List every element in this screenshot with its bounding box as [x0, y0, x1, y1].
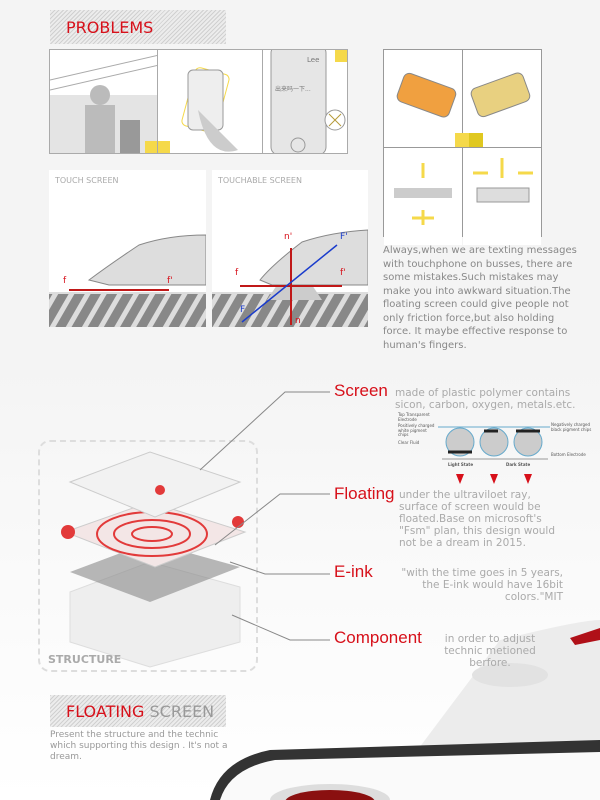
grid-cell-vertical — [384, 148, 462, 245]
finger-force-diagram — [212, 229, 368, 327]
touch-screen-label: TOUCH SCREEN — [55, 176, 119, 185]
grid-cell-hold-right — [463, 50, 541, 147]
message-panel: Lee 出来吗一下... — [262, 49, 348, 154]
yellow-marker — [335, 50, 347, 62]
structure-item-floating: Floating — [334, 484, 394, 504]
structure-item-component: Component — [334, 628, 422, 648]
force-F-prime: F' — [340, 232, 348, 242]
structure-item-screen: Screen — [334, 381, 388, 401]
touchable-screen-panel: TOUCHABLE SCREEN f f' n' n F F' — [212, 170, 368, 327]
diagram-dark-state: Dark State — [506, 462, 531, 467]
diagram-neg-label: Negatively charged black pigment chips — [551, 422, 592, 432]
diagram-bottom-label: Bottom Electrode — [551, 452, 586, 457]
problems-header: PROBLEMS — [50, 10, 226, 44]
term-screen: Screen — [334, 381, 388, 400]
bus-panel — [49, 49, 158, 154]
term-component: Component — [334, 628, 422, 647]
phone-shake-panel — [157, 49, 263, 154]
finger-friction-diagram — [49, 234, 206, 327]
floating-description: Present the structure and the technic wh… — [50, 730, 228, 762]
message-text: 出来吗一下... — [275, 86, 311, 93]
force-f-prime: f' — [167, 276, 173, 286]
structure-box: STRUCTURE — [38, 440, 258, 672]
contact-name: Lee — [307, 56, 320, 64]
touch-screen-panel: TOUCH SCREEN f f' — [49, 170, 206, 327]
diagram-top-label: Top Transparent Electrode — [398, 412, 430, 422]
e-ink-diagram: Top Transparent Electrode Positively cha… — [398, 412, 598, 471]
yellow-marker — [158, 141, 170, 153]
force-f-prime: f' — [340, 268, 346, 278]
yellow-marker — [455, 133, 469, 147]
device-bottom-render — [210, 740, 600, 800]
diagram-fluid-label: Clear Fluid — [398, 440, 420, 445]
touchable-screen-label: TOUCHABLE SCREEN — [218, 176, 302, 185]
floating-screen-header: FLOATING SCREEN — [50, 695, 226, 727]
term-eink: E-ink — [334, 562, 373, 581]
force-F: F — [240, 305, 246, 315]
term-floating: Floating — [334, 484, 395, 503]
problems-title: PROBLEMS — [66, 17, 154, 37]
desc-eink: "with the time goes in 5 years, the E-in… — [401, 567, 563, 603]
down-arrows — [456, 474, 532, 484]
structure-label: STRUCTURE — [48, 653, 122, 666]
hand-phone-illustration — [181, 67, 238, 152]
yellow-marker — [145, 141, 157, 153]
yellow-marker — [469, 133, 483, 147]
desc-component: in order to adjust technic metioned berf… — [444, 633, 536, 669]
floating-title-gray: SCREEN — [149, 701, 215, 721]
force-n: n — [295, 316, 301, 326]
force-n-prime: n' — [284, 232, 293, 242]
desc-floating: under the ultraviloet ray, surface of sc… — [399, 489, 555, 549]
layered-structure-illustration — [61, 451, 247, 668]
diagram-pos-label: Positively charged white pigment chips — [398, 423, 435, 437]
holding-grid — [383, 49, 542, 245]
desc-screen: made of plastic polymer contains sicon, … — [395, 387, 576, 411]
diagram-light-state: Light State — [448, 462, 474, 467]
grid-cell-multi — [463, 148, 541, 245]
phone-message-illustration — [270, 50, 346, 153]
force-f: f — [235, 268, 239, 278]
force-f: f — [63, 276, 67, 286]
bus-passenger-illustration — [50, 54, 157, 153]
problem-description: Always,when we are texting messages with… — [383, 245, 577, 351]
floating-title-red: FLOATING — [66, 701, 145, 721]
grid-cell-hold-left — [384, 50, 462, 147]
structure-item-eink: E-ink — [334, 562, 373, 582]
